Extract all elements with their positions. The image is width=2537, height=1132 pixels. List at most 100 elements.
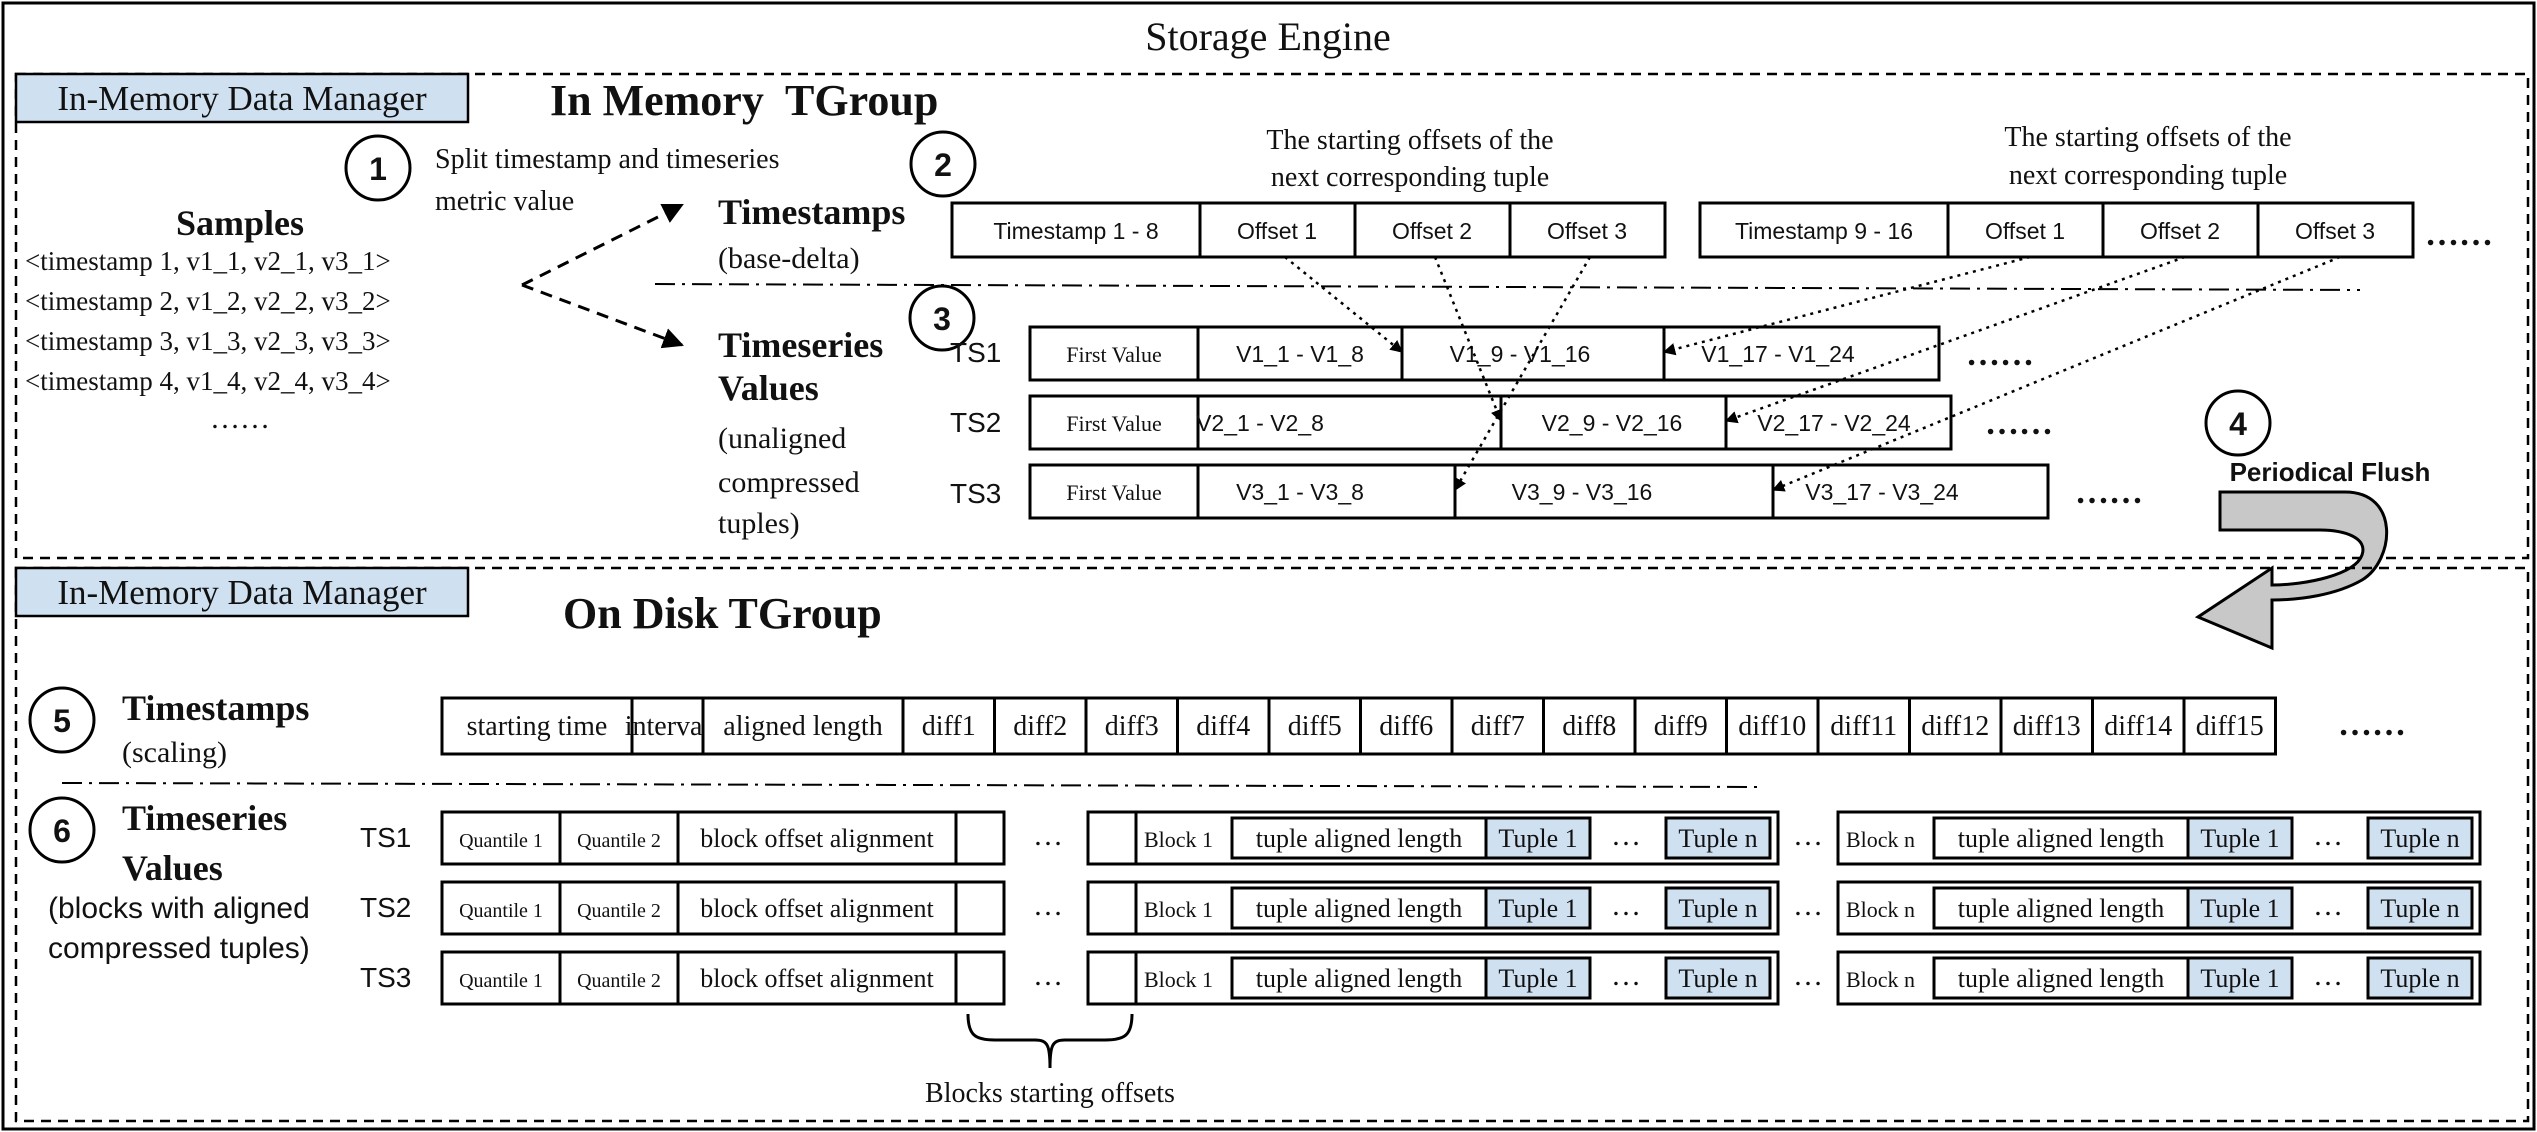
tuple-last-label: Tuple n	[1678, 824, 1757, 853]
tuple-first-label: Tuple 1	[2200, 824, 2279, 853]
step-6-marker	[28, 796, 96, 864]
tuple-length-cell	[1230, 886, 1488, 930]
tuple-last-label: Tuple n	[2380, 894, 2459, 923]
memory-ts3-label: TS3	[950, 478, 1001, 509]
disk-timestamp-cell	[1359, 696, 1454, 756]
tuple-length-label: tuple aligned length	[1958, 824, 2165, 853]
disk-ellipsis: …	[1033, 819, 1063, 852]
disk-manager-label: In-Memory Data Manager	[57, 573, 427, 612]
storage-engine-title: Storage Engine	[1145, 14, 1391, 59]
disk-header-cell	[954, 950, 1006, 1006]
blocks-offsets-brace	[966, 1013, 1134, 1069]
disk-header-cell-label: Quantile 2	[577, 900, 661, 922]
memory-ts1-row: TS1 First Value V1_1 - V1_8 V1_9 - V1_16…	[950, 325, 2034, 382]
memory-ts2-cell-3: V2_17 - V2_24	[1757, 410, 1911, 436]
tuple-last-label: Tuple n	[1678, 894, 1757, 923]
step-1-text-line1: Split timestamp and timeseries	[435, 144, 780, 175]
memory-ts3-row: TS3 First Value V3_1 - V3_8 V3_9 - V3_16…	[950, 463, 2143, 520]
disk-values-sub-line1: (blocks with aligned	[48, 892, 310, 925]
timestamp-group-2-offset-3: Offset 3	[2295, 218, 2375, 244]
tuple-last-cell	[2366, 816, 2474, 860]
disk-ts-label: TS3	[360, 962, 411, 993]
disk-header-cell	[440, 950, 562, 1006]
timestamp-group-1: Timestamp 1 - 8 Offset 1 Offset 2 Offset…	[950, 201, 1667, 259]
disk-timestamp-cell-label: diff2	[1013, 711, 1067, 742]
disk-timestamp-cell	[1267, 696, 1362, 756]
step-3-marker	[908, 284, 976, 352]
disk-manager-label-box	[14, 566, 470, 618]
tuple-first-label: Tuple 1	[2200, 894, 2279, 923]
offset-pointer-1-1	[1284, 256, 1403, 353]
disk-values-sub-line2: compressed tuples)	[48, 932, 310, 965]
sample-row-3: <timestamp 3, v1_3, v2_3, v3_3>	[25, 326, 391, 356]
tuple-length-label: tuple aligned length	[1256, 894, 1463, 923]
disk-block-last-label: Block n	[1846, 897, 1915, 922]
step-1-marker	[344, 134, 412, 202]
samples-heading: Samples	[176, 203, 304, 243]
tuple-last-cell	[1664, 816, 1772, 860]
disk-timestamp-cell-label: diff1	[922, 711, 976, 742]
disk-header-cell	[440, 880, 562, 936]
tuple-first-label: Tuple 1	[1498, 964, 1577, 993]
disk-timestamp-cell	[1633, 696, 1728, 756]
tuple-length-cell	[1932, 816, 2190, 860]
memory-manager-label: In-Memory Data Manager	[57, 79, 427, 118]
tuple-last-cell	[2366, 886, 2474, 930]
disk-header-cell-label: Quantile 2	[577, 970, 661, 992]
memory-ts3-cell-1: V3_1 - V3_8	[1236, 479, 1364, 505]
timestamp-group-2-offset-1: Offset 1	[1985, 218, 2065, 244]
disk-timestamp-cell-label: interval	[625, 711, 711, 742]
disk-ts-label: TS1	[360, 822, 411, 853]
disk-header-cell-label: Quantile 1	[459, 970, 543, 992]
memory-divider	[654, 283, 2361, 291]
memory-ts2-first-value: First Value	[1066, 411, 1162, 436]
disk-timestamp-cell	[1450, 696, 1545, 756]
memory-ts1-first-value: First Value	[1066, 342, 1162, 367]
memory-timestamps-heading: Timestamps	[718, 192, 905, 232]
disk-header-cell	[954, 810, 1006, 866]
disk-header-cell	[676, 950, 958, 1006]
disk-header-cell-label: Quantile 2	[577, 830, 661, 852]
tuple-last-label: Tuple n	[1678, 964, 1757, 993]
memory-ts3-cell-2: V3_9 - V3_16	[1512, 479, 1653, 505]
disk-timestamps-heading: Timestamps	[122, 688, 309, 728]
memory-ts2-row: TS2 First Value V2_1 - V2_8 V2_9 - V2_16…	[950, 394, 2053, 451]
tuple-last-cell	[2366, 956, 2474, 1000]
tuple-ellipsis: …	[1611, 959, 1641, 992]
disk-timestamp-cell	[701, 696, 905, 756]
disk-header-cell-label: Quantile 1	[459, 830, 543, 852]
memory-ts1-cell-3: V1_17 - V1_24	[1701, 341, 1855, 367]
disk-header-cell	[440, 810, 562, 866]
tuple-ellipsis: …	[2313, 889, 2343, 922]
offset-pointer-2-2	[1724, 255, 2186, 424]
tuple-ellipsis: …	[1611, 889, 1641, 922]
offset-pointer-2-3	[1771, 255, 2341, 492]
memory-ts2-cell-2: V2_9 - V2_16	[1542, 410, 1683, 436]
memory-timestamps-subheading: (base-delta)	[718, 242, 860, 275]
step-2-marker	[909, 130, 977, 198]
tuple-first-label: Tuple 1	[1498, 824, 1577, 853]
disk-timestamp-cell-label: diff11	[1830, 711, 1897, 742]
disk-offset-cell	[1086, 810, 1138, 866]
disk-ellipsis: …	[1033, 959, 1063, 992]
disk-timestamp-cell	[901, 696, 996, 756]
timestamp-group-1-range: Timestamp 1 - 8	[993, 218, 1158, 244]
disk-timestamp-cell-label: starting time	[467, 711, 608, 742]
timestamp-group-1-offset-2: Offset 2	[1392, 218, 1472, 244]
disk-header-cell	[954, 880, 1006, 936]
memory-timestamps-more: ……	[2425, 216, 2493, 253]
split-arrow-values	[521, 283, 684, 349]
offsets-note-2-line2: next corresponding tuple	[2009, 160, 2287, 191]
step-2-number: 2	[934, 147, 952, 183]
sample-row-1: <timestamp 1, v1_1, v2_1, v3_1>	[25, 246, 391, 276]
disk-block-last-label: Block n	[1846, 967, 1915, 992]
on-disk-tgroup-title: On Disk TGroup	[563, 589, 882, 638]
tuple-last-cell	[1664, 956, 1772, 1000]
tuple-length-cell	[1932, 886, 2190, 930]
disk-block-ellipsis: …	[1793, 959, 1823, 992]
memory-ts2-more: ……	[1985, 405, 2053, 442]
on-disk-tgroup-frame	[14, 566, 2530, 1123]
offset-pointer-1-2	[1433, 256, 1503, 423]
disk-timestamp-cell-label: diff15	[2196, 711, 2264, 742]
